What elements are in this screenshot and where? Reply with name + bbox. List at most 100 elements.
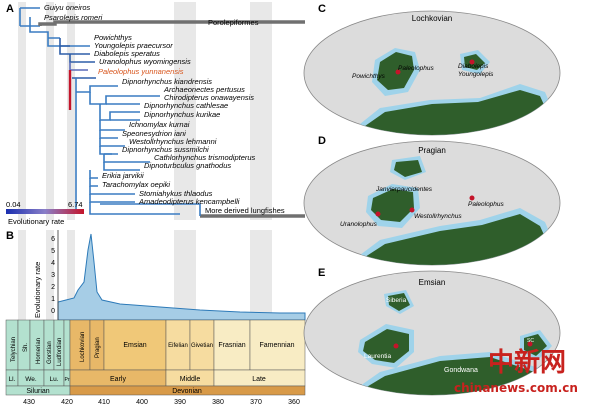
- taxon-label: Dipnorhynchus kurikae: [144, 110, 220, 119]
- map-label: Janvierpaucidentes: [375, 186, 433, 193]
- y-tick: 3: [51, 272, 55, 279]
- map-label: Siberia: [386, 297, 407, 304]
- map-label: Gondwana: [444, 367, 478, 374]
- taxon-label: Uranolophus wyomingensis: [99, 57, 191, 66]
- taxon-label: Speonesydrion iani: [122, 129, 186, 138]
- age-ticks: 430 420 410 400 390 380 370 360: [23, 399, 300, 405]
- taxon-label: Dipnorhynchus sussmilchi: [122, 145, 209, 154]
- taxon-label: Erikia jarvikii: [102, 171, 144, 180]
- taxon-label: Chirodipterus onawayensis: [164, 93, 254, 102]
- stage-label: Givetian: [191, 343, 213, 349]
- age-tick: 360: [288, 399, 300, 405]
- map-label: Youngolepis: [458, 71, 494, 78]
- epoch-label: We.: [25, 376, 37, 383]
- stage-label: Eifelian: [168, 343, 188, 349]
- rate-y-ticks: 0 1 2 3 4 5 6: [51, 236, 55, 315]
- y-tick: 2: [51, 284, 55, 291]
- watermark-url: chinanews.com.cn: [454, 381, 578, 395]
- rate-chart: 0 1 2 3 4 5 6 Evolutionary rate: [18, 230, 306, 321]
- map-title: Pragian: [418, 146, 446, 155]
- stage-label: Frasnian: [218, 342, 245, 349]
- time-bands: [18, 2, 272, 220]
- stage-label: Gorstian: [47, 341, 53, 364]
- epoch-label: Late: [252, 376, 266, 383]
- age-tick: 370: [250, 399, 262, 405]
- rate-y-label: Evolutionary rate: [33, 262, 42, 318]
- y-tick: 4: [51, 260, 55, 267]
- map-title: Lochkovian: [412, 14, 452, 23]
- taxa-labels: Guiyu oneiros Psarolepis romeri Powichth…: [44, 3, 256, 206]
- age-tick: 430: [23, 399, 35, 405]
- epoch-label: Ll.: [9, 376, 16, 383]
- map-label: Uranolophus: [340, 221, 378, 228]
- porolepiformes-label: Porolepiformes: [208, 18, 259, 27]
- rate-max-label: 6.74: [68, 200, 83, 209]
- map-label: Diabolepis: [458, 63, 489, 70]
- rate-area: [57, 233, 306, 321]
- epoch-label: Early: [110, 376, 126, 383]
- stage-label: Pragian: [95, 337, 101, 358]
- taxon-label: Guiyu oneiros: [44, 3, 91, 12]
- taxon-label: Ichnomylax kurnai: [129, 120, 190, 129]
- map-label: Paleolophus: [398, 65, 435, 72]
- taxon-label: Amadeodipterus kencampbelli: [138, 197, 240, 206]
- epoch-label: Pr: [65, 377, 70, 383]
- panel-label-c: C: [318, 3, 326, 15]
- rate-legend: 0.04 6.74 Evolutionary rate: [6, 200, 84, 226]
- stage-label: Ludfordian: [57, 338, 63, 366]
- panel-label-e: E: [318, 267, 325, 279]
- taxon-label: Powichthys: [94, 33, 132, 42]
- derived-lungfishes-label: More derived lungfishes: [205, 206, 285, 215]
- map-emsian: Emsian Siberia Laurentia Gondwana SC: [303, 270, 561, 396]
- map-label: SC: [527, 338, 534, 344]
- timescale: Telychian Sh. Homerian Gorstian Ludfordi…: [5, 319, 306, 405]
- panel-label-d: D: [318, 135, 326, 147]
- panel-label-b: B: [6, 230, 14, 242]
- age-tick: 380: [212, 399, 224, 405]
- taxon-label: Dipnorhynchus kiandrensis: [122, 77, 212, 86]
- epoch-label: Middle: [180, 376, 201, 383]
- rate-min-label: 0.04: [6, 200, 21, 209]
- map-lochkovian: Lochkovian Powichthys Paleolophus Diabol…: [303, 10, 561, 136]
- y-tick: 0: [51, 308, 55, 315]
- taxon-label: Stomiahykus thlaodus: [139, 189, 213, 198]
- age-tick: 410: [98, 399, 110, 405]
- stage-label: Famennian: [259, 342, 294, 349]
- taxon-label: Dipnoturbculus gnathodus: [144, 161, 231, 170]
- rate-legend-title: Evolutionary rate: [8, 217, 64, 226]
- stage-label: Homerian: [36, 338, 42, 364]
- watermark-logo: 中新网: [488, 348, 567, 378]
- taxon-label: Dipnorhynchus cathlesae: [144, 101, 228, 110]
- map-title: Emsian: [419, 278, 446, 287]
- stage-label: Sh.: [23, 343, 29, 352]
- y-tick: 1: [51, 296, 55, 303]
- stage-label: Telychian: [11, 337, 17, 362]
- age-tick: 390: [174, 399, 186, 405]
- taxon-label: Youngolepis praecursor: [94, 41, 173, 50]
- stage-label: Lochkovian: [80, 332, 86, 362]
- y-tick: 5: [51, 248, 55, 255]
- taxon-label: Psarolepis romeri: [44, 13, 103, 22]
- period-label: Devonian: [172, 388, 202, 395]
- taxon-label: Westollrhynchus lehmanni: [129, 137, 217, 146]
- panel-label-a: A: [6, 3, 14, 15]
- map-label: Westollrhynchus: [414, 213, 462, 220]
- taxon-label: Diabolepis speratus: [94, 49, 160, 58]
- map-label: Paleolophus: [468, 201, 505, 208]
- map-label: Laurentia: [364, 353, 391, 360]
- epoch-label: Lu.: [49, 376, 58, 383]
- taxon-label-highlighted: Paleolophus yunnanensis: [98, 67, 184, 76]
- age-tick: 400: [136, 399, 148, 405]
- map-pragian: Pragian Janvierpaucidentes Uranolophus W…: [303, 140, 561, 266]
- y-tick: 6: [51, 236, 55, 243]
- taxon-label: Tarachomylax oepiki: [102, 180, 170, 189]
- phylogeny-tree: [19, 7, 305, 218]
- age-tick: 420: [61, 399, 73, 405]
- taxon-label: Archaeonectes pertusus: [163, 85, 245, 94]
- stage-label: Emsian: [123, 342, 146, 349]
- period-label: Silurian: [26, 388, 49, 395]
- taxon-label: Cathlorhynchus trismodipterus: [154, 153, 256, 162]
- rate-color-bar: [6, 209, 84, 214]
- map-label: Powichthys: [352, 73, 386, 80]
